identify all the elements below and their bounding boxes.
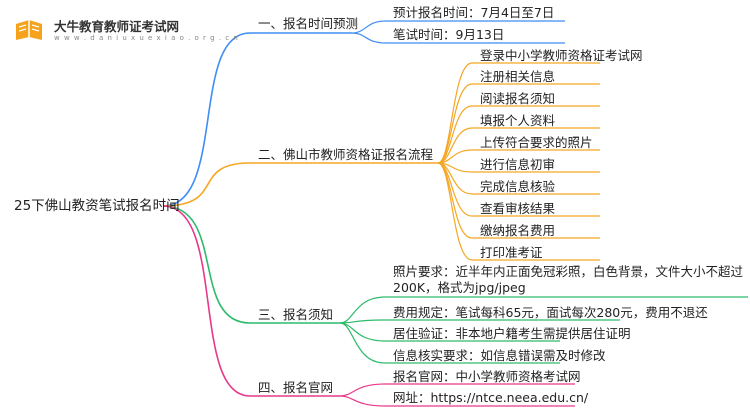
branch-3-item: 费用规定：笔试每科65元，面试每次280元，费用不退还 bbox=[393, 305, 708, 320]
branch-connector bbox=[162, 205, 251, 397]
branch-3-item: 信息核实要求：如信息错误需及时修改 bbox=[393, 348, 606, 363]
branch-connector bbox=[162, 32, 251, 207]
branch-connector bbox=[162, 162, 251, 207]
branch-2-item: 上传符合要求的照片 bbox=[480, 135, 593, 150]
book-logo-icon bbox=[16, 20, 42, 40]
item-connector bbox=[351, 32, 386, 44]
branch-connector bbox=[162, 205, 251, 324]
item-connector bbox=[339, 383, 386, 397]
item-connector bbox=[437, 62, 473, 164]
branch-2-item: 缴纳报名费用 bbox=[480, 223, 556, 238]
item-connector bbox=[437, 83, 473, 164]
branch-1-label: 一、报名时间预测 bbox=[258, 16, 359, 31]
branch-1-item: 笔试时间：9月13日 bbox=[393, 27, 505, 42]
item-connector bbox=[437, 162, 473, 261]
branch-4-label: 四、报名官网 bbox=[258, 380, 334, 395]
branch-2-label: 二、佛山市教师资格证报名流程 bbox=[258, 147, 434, 162]
branch-2-item: 打印准考证 bbox=[480, 245, 543, 260]
branch-3-label: 三、报名须知 bbox=[258, 307, 334, 322]
item-connector bbox=[339, 322, 386, 342]
branch-2-item: 登录中小学教师资格证考试网 bbox=[480, 48, 643, 63]
item-connector bbox=[339, 395, 386, 407]
item-connector bbox=[437, 162, 473, 239]
site-url: w w w . d a n i u x u e x i a o . o r g … bbox=[54, 34, 239, 42]
item-connector bbox=[339, 296, 386, 324]
site-title: 大牛教育教师证考试网 bbox=[54, 19, 180, 34]
branch-3-item: 照片要求：近半年内正面免冠彩照，白色背景，文件大小不超过200K，格式为jpg/… bbox=[393, 264, 744, 295]
branch-2-item: 注册相关信息 bbox=[480, 69, 556, 84]
branch-1-item: 预计报名时间：7月4日至7日 bbox=[393, 5, 555, 20]
branch-4-item: 报名官网：中小学教师资格考试网 bbox=[393, 369, 581, 384]
branch-2-item: 进行信息初审 bbox=[480, 157, 556, 172]
branch-2-item: 阅读报名须知 bbox=[480, 91, 556, 106]
branch-4-item: 网址：https://ntce.neea.edu.cn/ bbox=[393, 390, 589, 405]
branch-2-item: 填报个人资料 bbox=[480, 113, 556, 128]
root-topic: 25下佛山教资笔试报名时间 bbox=[14, 198, 180, 214]
site-logo: 大牛教育教师证考试网 w w w . d a n i u x u e x i a… bbox=[14, 14, 284, 48]
branch-2-item: 完成信息核验 bbox=[480, 179, 556, 194]
branch-3-item: 居住验证：非本地户籍考生需提供居住证明 bbox=[393, 326, 631, 341]
item-connector bbox=[339, 322, 386, 364]
branch-2-item: 查看审核结果 bbox=[480, 201, 556, 216]
